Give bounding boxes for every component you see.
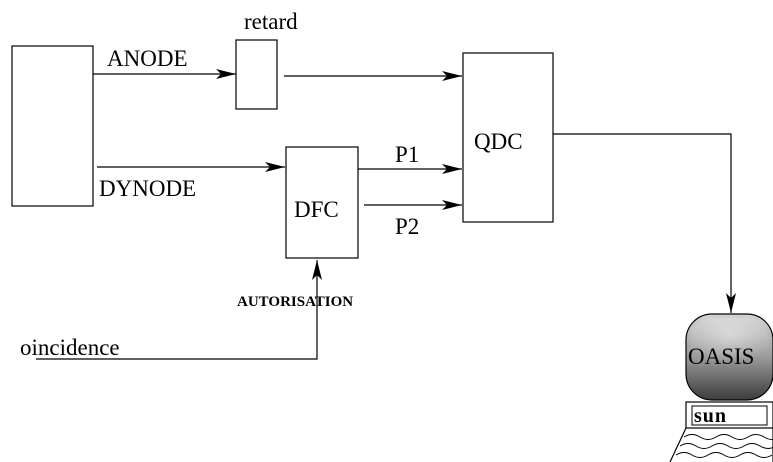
dfc-label: DFC xyxy=(294,197,339,222)
retard-box xyxy=(236,40,277,109)
oasis-computer: OASIS sun xyxy=(670,314,773,462)
p1-label: P1 xyxy=(395,142,419,167)
anode-label: ANODE xyxy=(107,46,188,71)
qdc-to-oasis-arrow xyxy=(553,134,731,313)
oasis-label: OASIS xyxy=(688,344,754,369)
p2-label: P2 xyxy=(395,214,419,239)
photomultiplier-box xyxy=(12,46,93,206)
retard-label: retard xyxy=(244,9,298,34)
coincidence-label: oincidence xyxy=(20,335,120,360)
sun-label: sun xyxy=(694,405,727,427)
pedestal-waves xyxy=(676,435,773,458)
dynode-label: DYNODE xyxy=(99,176,196,201)
autorisation-label: AUTORISATION xyxy=(237,294,353,310)
qdc-label: QDC xyxy=(474,129,523,154)
